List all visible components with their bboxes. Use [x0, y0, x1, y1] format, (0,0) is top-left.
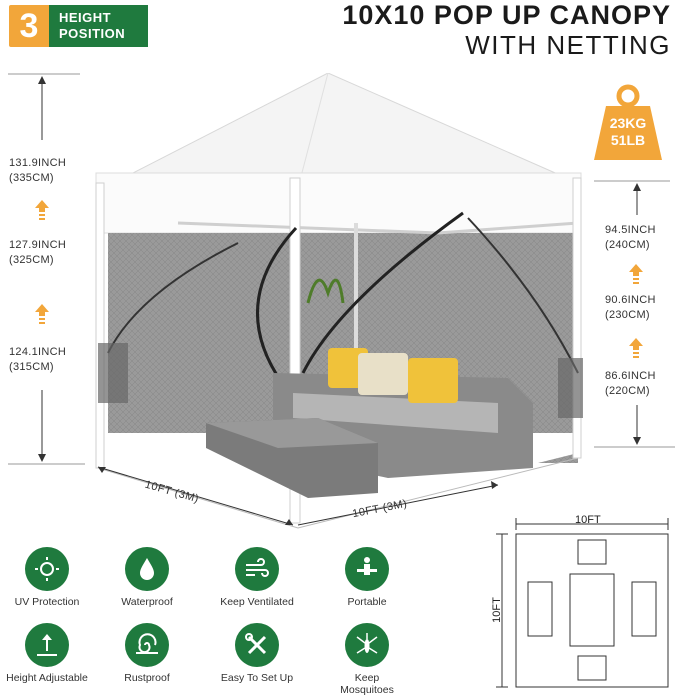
weight-icon	[594, 84, 662, 160]
feature-rustproof: Rustproof	[102, 623, 192, 684]
up-arrow-icon	[629, 264, 643, 284]
feature-label: Keep Ventilated	[220, 596, 294, 608]
feature-mosquitoes: Keep Mosquitoes Out	[322, 623, 412, 695]
layout-side-label: 10FT	[490, 597, 503, 623]
footprint-dimension-lines	[97, 466, 499, 526]
portable-icon	[357, 557, 377, 575]
badge-number: 3	[9, 5, 49, 47]
height-position-badge: 3 HEIGHT POSITION	[9, 5, 148, 47]
feature-label: Height Adjustable	[6, 672, 88, 684]
layout-top-label: 10FT	[575, 514, 601, 526]
mosquito-icon	[356, 633, 378, 654]
badge-text: HEIGHT POSITION	[49, 5, 148, 47]
weight-kg: 23KG	[609, 115, 647, 131]
badge-line1: HEIGHT	[59, 10, 112, 25]
feature-label: Portable	[347, 596, 387, 608]
feature-uv-protection: UV Protection	[2, 547, 92, 608]
up-arrow-icon	[35, 304, 49, 324]
feature-label: UV Protection	[14, 596, 80, 608]
tools-icon	[245, 633, 267, 655]
feature-height-adjustable: Height Adjustable	[2, 623, 92, 684]
feature-easy-setup: Easy To Set Up	[212, 623, 302, 684]
right-height-3: 86.6INCH (220CM)	[605, 370, 656, 397]
feature-label: Easy To Set Up	[220, 672, 294, 684]
up-arrow-icon	[629, 338, 643, 358]
up-arrow-icon	[35, 200, 49, 220]
weight-lb: 51LB	[610, 132, 646, 148]
weight-tag: 23KG 51LB	[592, 82, 664, 162]
left-dimension-line	[8, 73, 85, 465]
floor-layout-diagram: 10FT 10FT	[490, 512, 672, 692]
wind-icon	[246, 558, 269, 577]
feature-waterproof: Waterproof	[102, 547, 192, 608]
right-dimension-line	[594, 180, 675, 448]
uv-icon	[35, 557, 59, 581]
left-height-1: 131.9INCH (335CM)	[9, 157, 67, 184]
left-height-3: 124.1INCH (315CM)	[9, 346, 67, 373]
right-height-1: 94.5INCH (240CM)	[605, 224, 656, 251]
feature-keep-ventilated: Keep Ventilated	[212, 547, 302, 608]
product-subtitle: WITH NETTING	[465, 30, 671, 60]
left-height-2: 127.9INCH (325CM)	[9, 239, 67, 266]
waterproof-icon	[140, 558, 154, 580]
feature-label: Rustproof	[124, 672, 170, 684]
badge-line2: POSITION	[59, 26, 126, 41]
canopy-illustration	[95, 73, 583, 529]
rustproof-icon	[136, 633, 158, 654]
feature-label: Waterproof	[121, 596, 173, 608]
height-icon	[37, 634, 57, 656]
product-title: 10X10 POP UP CANOPY	[342, 0, 671, 30]
feature-portable: Portable	[322, 547, 412, 608]
right-height-2: 90.6INCH (230CM)	[605, 294, 656, 321]
feature-label: Keep Mosquitoes Out	[340, 672, 394, 695]
